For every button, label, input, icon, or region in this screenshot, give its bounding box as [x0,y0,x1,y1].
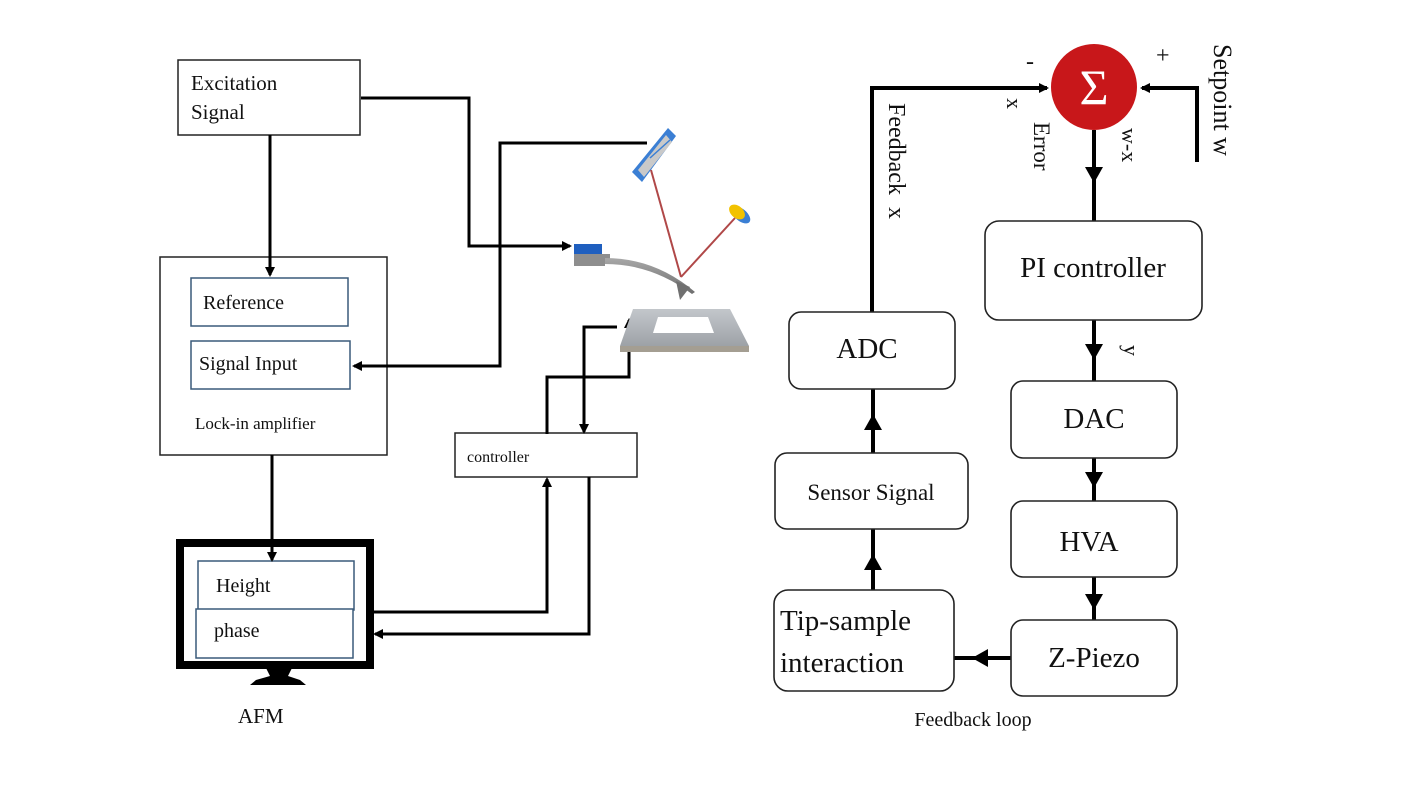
reflected-beam [650,169,682,278]
feedback-loop-caption: Feedback loop [914,709,1031,731]
arrow-dac-to-hva [1085,472,1103,488]
reference-label: Reference [203,292,284,314]
controller-box: controller [454,432,638,478]
incident-beam [680,217,736,278]
lock-in-amplifier-label: Lock-in amplifier [195,414,316,433]
wire-controller-to-stage [545,318,634,434]
wire-excitation-to-piezo [361,96,572,251]
arrow-pi-to-dac [1085,344,1103,360]
arrow-zpiezo-to-tip [972,649,988,667]
z-piezo-label: Z-Piezo [1048,642,1140,674]
excitation-label-line2: Signal [191,100,245,124]
signal-input-label: Signal Input [199,353,298,375]
reference-box [190,277,349,327]
dac-label: DAC [1063,403,1124,435]
phase-label: phase [214,620,260,642]
sensor-signal-label: Sensor Signal [807,480,934,505]
sigma-circle [1051,44,1137,130]
pi-controller-block: PI controller [984,220,1203,321]
plus-sign: + [1156,43,1170,69]
feedback-label: Feedback x [883,103,909,219]
wire-detector-to-signal-input [352,141,647,371]
arrow-sensor-to-adc [864,414,882,430]
adc-block: ADC [788,311,956,390]
setpoint-label: Setpoint w [1208,44,1237,156]
x-label: x [1002,98,1027,109]
monitor-stand [250,668,306,685]
phase-box [195,608,354,659]
hva-label: HVA [1059,526,1118,558]
left-wires [265,96,647,639]
pi-controller-label: PI controller [1020,252,1166,284]
arrow-tip-to-sensor [864,554,882,570]
sigma-symbol: Σ [1079,59,1108,115]
afm-label: AFM [238,704,284,728]
arrow-sum-to-pi [1085,167,1103,183]
wire-setpoint-to-sum [1140,83,1199,162]
afm-monitor: Height phase AFM [176,539,374,728]
controller-label: controller [467,449,530,466]
tip-sample-label-line1: Tip-sample [780,605,911,637]
excitation-label-line1: Excitation [191,71,278,95]
wire-stage-to-controller [579,325,617,434]
afm-head-illustration [574,128,751,352]
height-label: Height [216,575,271,597]
wire-controller-to-phase [373,477,591,639]
z-piezo-block: Z-Piezo [1010,619,1178,697]
error-value-label: w-x [1117,128,1142,162]
wire-feedback-to-sum [870,83,1049,312]
dac-block: DAC [1010,380,1178,459]
summing-junction: Σ - + [1026,43,1170,130]
piezo-actuator [574,244,602,254]
laser-source-icon [729,204,751,224]
cantilever-icon [574,244,695,300]
excitation-signal-box: Excitation Signal [177,59,361,136]
y-label: y [1119,345,1144,356]
sensor-signal-block: Sensor Signal [774,452,969,530]
right-wires [864,83,1199,667]
wire-height-to-controller [372,477,552,614]
hva-block: HVA [1010,500,1178,578]
signal-input-box [190,340,351,390]
minus-sign: - [1026,49,1034,75]
error-label: Error [1029,122,1054,171]
lock-in-amplifier-box: Reference Signal Input Lock-in amplifier [159,256,388,456]
arrow-hva-to-zpiezo [1085,594,1103,610]
photodetector-icon [632,128,676,182]
tip-sample-block: Tip-sample interaction [773,589,955,692]
sample-stage-icon [620,309,749,352]
adc-label: ADC [836,333,897,365]
afm-tip [676,281,690,300]
tip-sample-label-line2: interaction [780,647,905,679]
